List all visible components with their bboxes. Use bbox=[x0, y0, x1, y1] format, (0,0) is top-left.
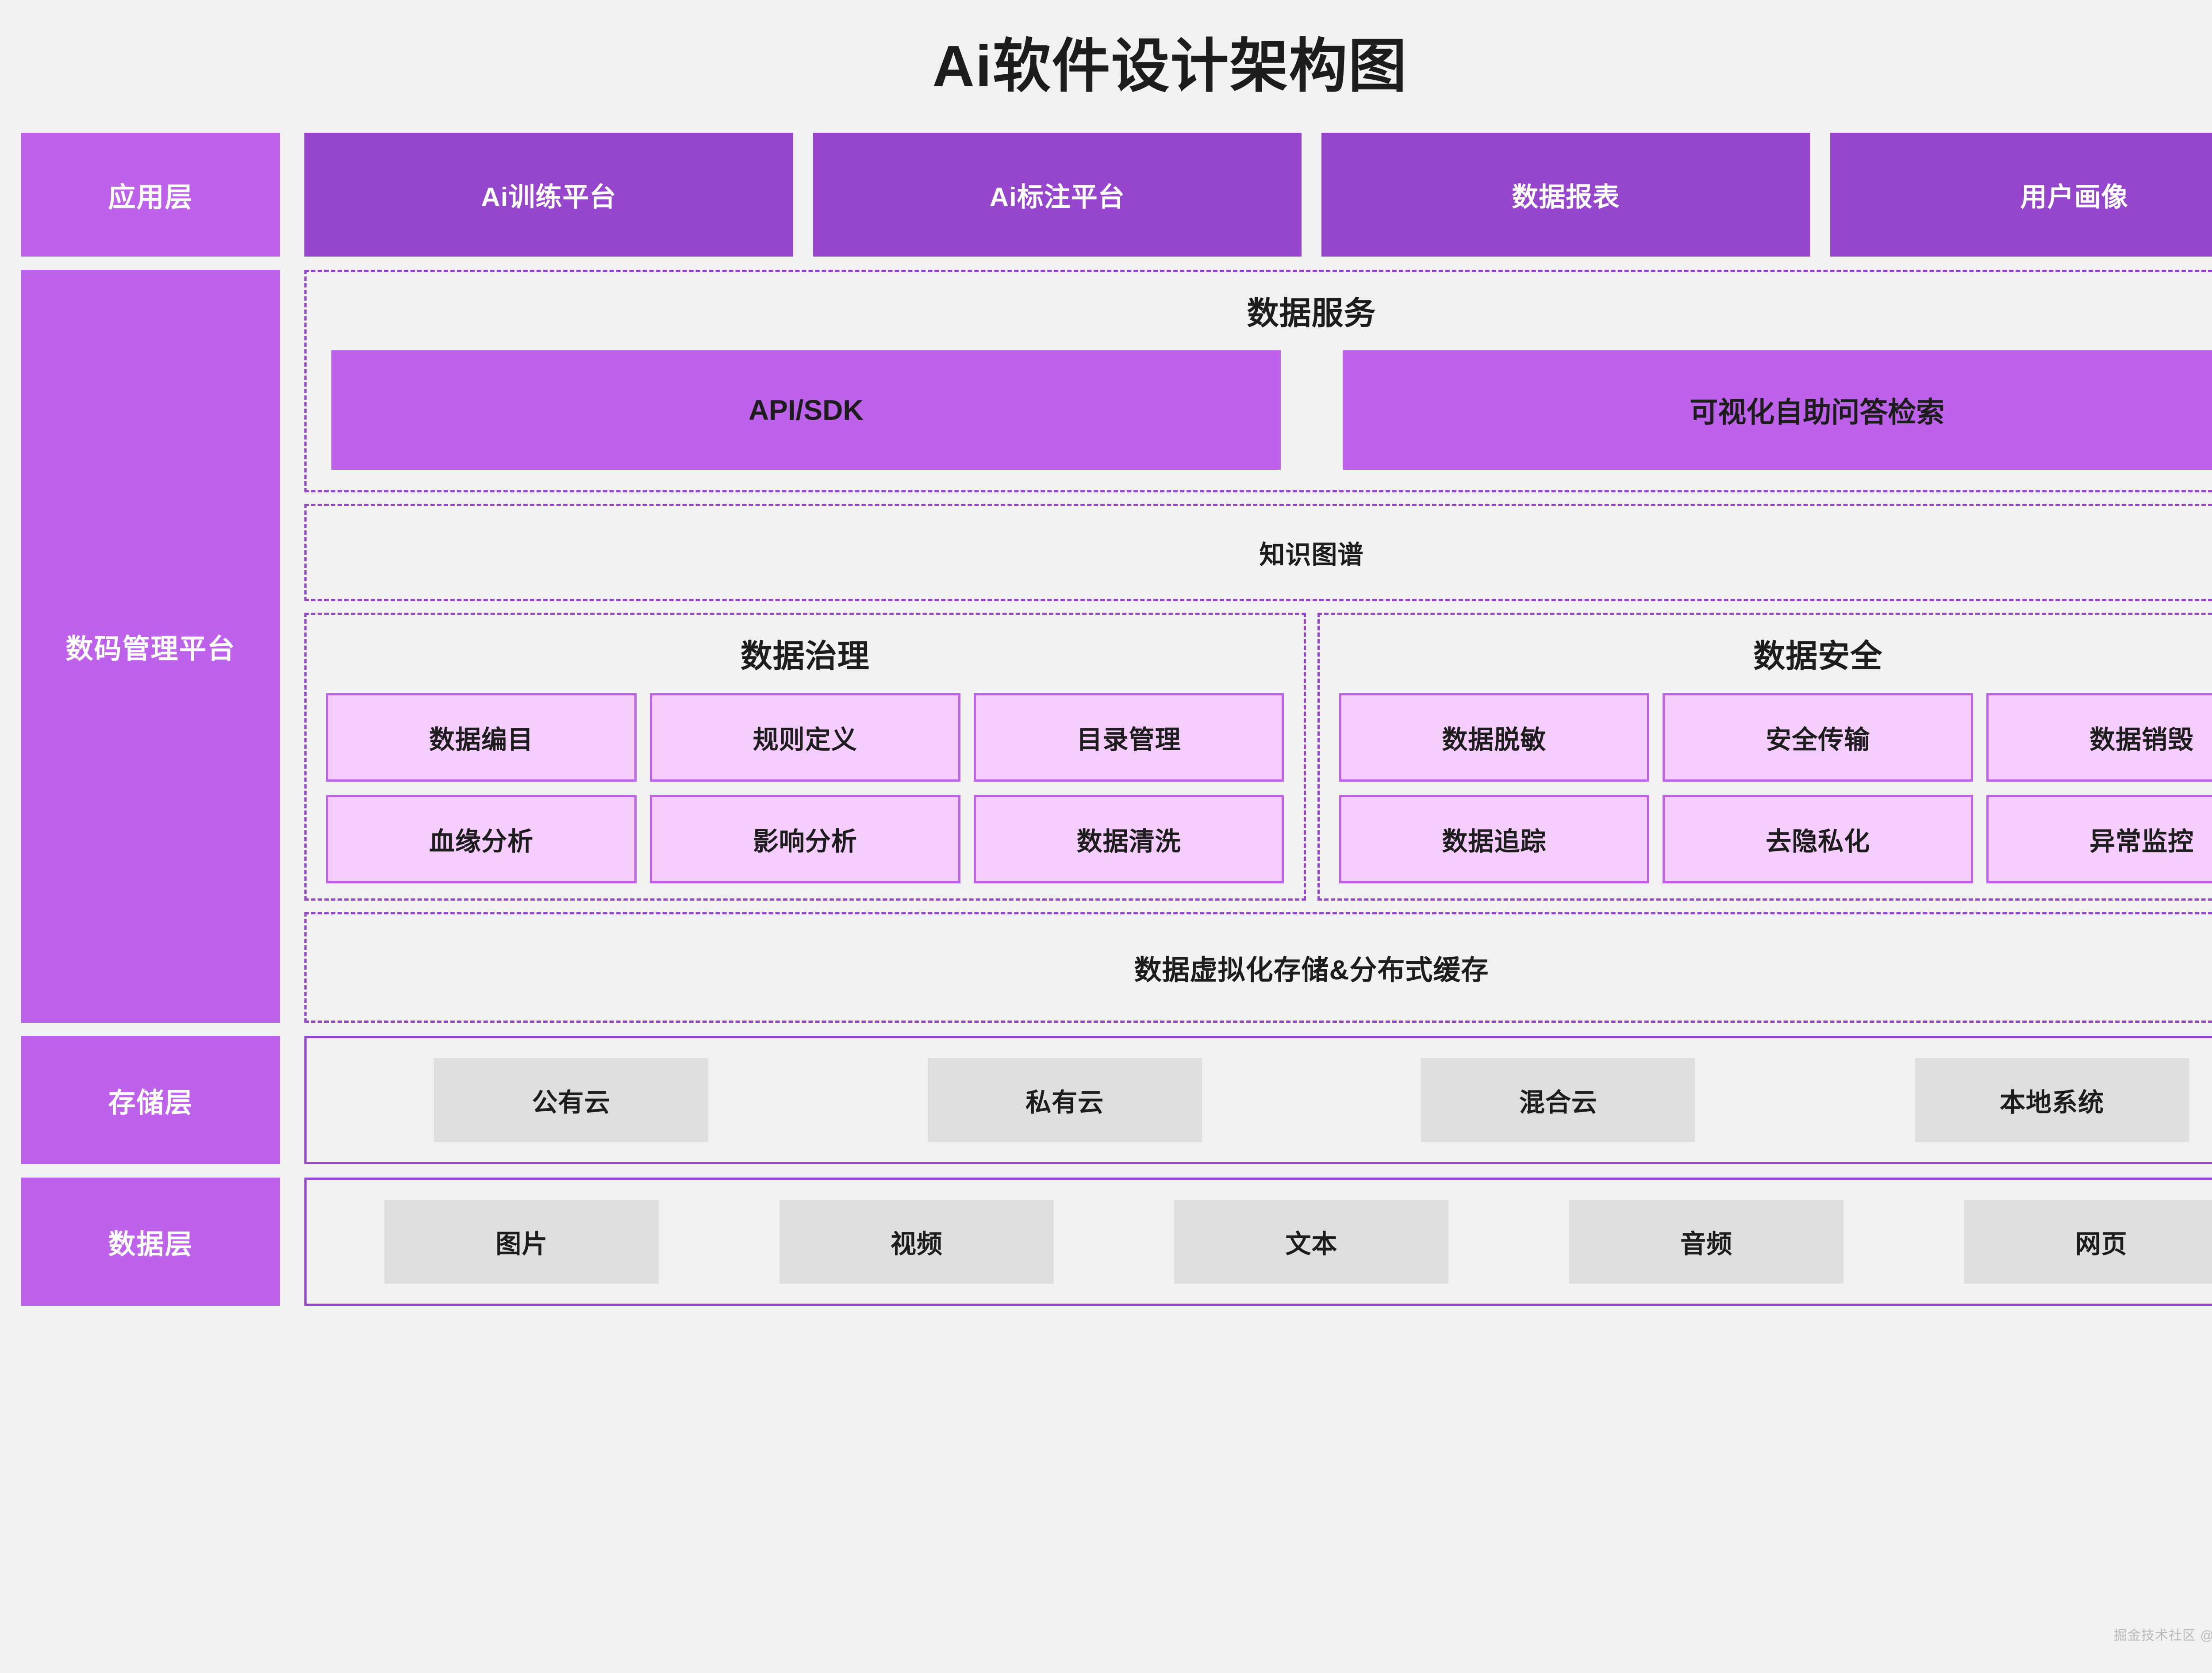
governance-cell-directory-mgmt[interactable]: 目录管理 bbox=[973, 693, 1284, 782]
storage-box-private-cloud[interactable]: 私有云 bbox=[927, 1058, 1202, 1142]
data-service-group: 数据服务 API/SDK 可视化自助问答检索 bbox=[304, 270, 2212, 492]
security-cell-data-tracking[interactable]: 数据追踪 bbox=[1339, 795, 1650, 883]
app-box-user-profile[interactable]: 用户画像 bbox=[1830, 133, 2212, 257]
data-layer-items: 图片 视频 文本 音频 网页 bbox=[304, 1178, 2212, 1306]
data-security-group: 数据安全 数据脱敏 安全传输 数据销毁 数据追踪 去隐私化 异常监控 bbox=[1317, 613, 2212, 901]
watermark: 掘金技术社区 @ 职场工具箱 bbox=[2113, 1628, 2212, 1643]
data-box-image[interactable]: 图片 bbox=[384, 1200, 659, 1284]
data-governance-group: 数据治理 数据编目 规则定义 目录管理 血缘分析 影响分析 数据清洗 bbox=[304, 613, 1306, 901]
storage-layer-items: 公有云 私有云 混合云 本地系统 bbox=[304, 1036, 2212, 1164]
data-security-title: 数据安全 bbox=[1753, 639, 1883, 674]
data-governance-title: 数据治理 bbox=[740, 639, 870, 674]
knowledge-graph-group: 知识图谱 bbox=[304, 504, 2212, 601]
governance-security-pair: 数据治理 数据编目 规则定义 目录管理 血缘分析 影响分析 数据清洗 数据安全 … bbox=[304, 613, 2212, 901]
security-cell-secure-transport[interactable]: 安全传输 bbox=[1663, 693, 1974, 782]
application-layer-items: Ai训练平台 Ai标注平台 数据报表 用户画像 bbox=[304, 133, 2212, 257]
security-cell-de-identification[interactable]: 去隐私化 bbox=[1663, 795, 1974, 883]
platform-layer-label: 数码管理平台 bbox=[21, 270, 280, 1023]
service-box-api-sdk[interactable]: API/SDK bbox=[331, 350, 1281, 470]
governance-cell-impact-analysis[interactable]: 影响分析 bbox=[649, 795, 960, 883]
service-box-visual-qa-retrieval[interactable]: 可视化自助问答检索 bbox=[1342, 350, 2212, 470]
data-box-webpage[interactable]: 网页 bbox=[1964, 1200, 2212, 1284]
data-box-video[interactable]: 视频 bbox=[779, 1200, 1054, 1284]
governance-cell-data-cleansing[interactable]: 数据清洗 bbox=[973, 795, 1284, 883]
data-layer-row: 数据层 图片 视频 文本 音频 网页 bbox=[0, 1178, 2212, 1306]
knowledge-graph-label: 知识图谱 bbox=[1259, 541, 1364, 569]
storage-layer-label: 存储层 bbox=[21, 1036, 280, 1164]
security-cell-anomaly-monitoring[interactable]: 异常监控 bbox=[1986, 795, 2212, 883]
governance-cell-lineage-analysis[interactable]: 血缘分析 bbox=[326, 795, 637, 883]
platform-layer-row: 数码管理平台 数据服务 API/SDK 可视化自助问答检索 知识图谱 数据治理 bbox=[0, 270, 2212, 1023]
data-security-grid: 数据脱敏 安全传输 数据销毁 数据追踪 去隐私化 异常监控 bbox=[1339, 693, 2212, 883]
storage-box-public-cloud[interactable]: 公有云 bbox=[434, 1058, 708, 1142]
page-title: Ai软件设计架构图 bbox=[932, 34, 1408, 99]
data-box-audio[interactable]: 音频 bbox=[1569, 1200, 1844, 1284]
security-cell-data-masking[interactable]: 数据脱敏 bbox=[1339, 693, 1650, 782]
virtualization-label: 数据虚拟化存储&分布式缓存 bbox=[1134, 955, 1489, 986]
application-layer-row: 应用层 Ai训练平台 Ai标注平台 数据报表 用户画像 bbox=[0, 133, 2212, 257]
app-box-ai-training[interactable]: Ai训练平台 bbox=[304, 133, 793, 257]
data-service-title: 数据服务 bbox=[1247, 296, 1376, 331]
platform-layer-body: 数据服务 API/SDK 可视化自助问答检索 知识图谱 数据治理 数据编目 规则… bbox=[304, 270, 2212, 1023]
storage-box-hybrid-cloud[interactable]: 混合云 bbox=[1421, 1058, 1696, 1142]
virtualization-group: 数据虚拟化存储&分布式缓存 bbox=[304, 912, 2212, 1023]
storage-layer-row: 存储层 公有云 私有云 混合云 本地系统 bbox=[0, 1036, 2212, 1164]
app-box-data-report[interactable]: 数据报表 bbox=[1321, 133, 1810, 257]
governance-cell-data-catalog[interactable]: 数据编目 bbox=[326, 693, 637, 782]
governance-cell-rule-definition[interactable]: 规则定义 bbox=[649, 693, 960, 782]
data-box-text[interactable]: 文本 bbox=[1174, 1200, 1449, 1284]
data-governance-grid: 数据编目 规则定义 目录管理 血缘分析 影响分析 数据清洗 bbox=[326, 693, 1284, 883]
data-service-items: API/SDK 可视化自助问答检索 bbox=[326, 350, 2212, 475]
security-cell-data-destruction[interactable]: 数据销毁 bbox=[1986, 693, 2212, 782]
application-layer-label: 应用层 bbox=[21, 133, 280, 257]
storage-box-local-system[interactable]: 本地系统 bbox=[1915, 1058, 2189, 1142]
data-layer-label: 数据层 bbox=[21, 1178, 280, 1306]
title-bar: Ai软件设计架构图 bbox=[0, 0, 2212, 133]
app-box-ai-annotation[interactable]: Ai标注平台 bbox=[813, 133, 1302, 257]
